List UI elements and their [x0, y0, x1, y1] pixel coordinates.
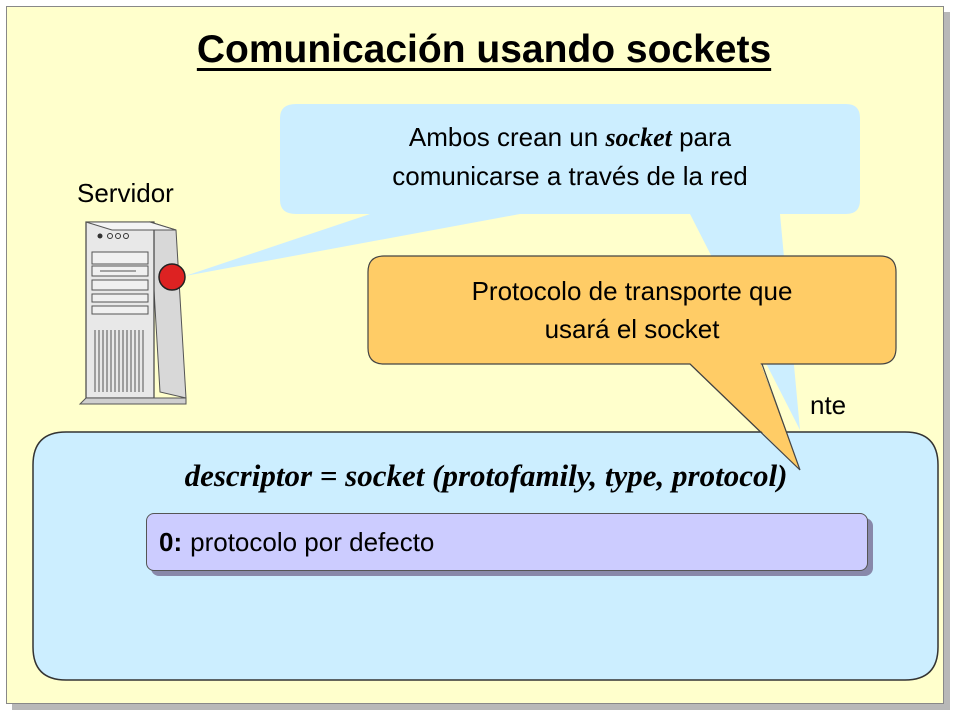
callout-blue-text: Ambos crean un socket para comunicarse a… — [282, 118, 858, 195]
callout-orange-line2: usará el socket — [544, 314, 720, 344]
server-label: Servidor — [77, 178, 174, 208]
protocol-note: 0: protocolo por defecto — [146, 513, 868, 571]
protocol-note-number: 0: — [159, 526, 183, 557]
callout-blue-line1: Ambos crean un socket para — [408, 122, 732, 152]
slide-title: Comunicación usando sockets — [196, 28, 772, 71]
callout-blue-line2: comunicarse a través de la red — [392, 161, 748, 191]
protocol-note-text: protocolo por defecto — [190, 526, 435, 557]
callout-orange-tail — [692, 362, 800, 470]
callout-blue — [185, 104, 860, 430]
server-tower-icon — [78, 221, 187, 405]
socket-circle-icon — [158, 263, 186, 291]
callout-orange-text: Protocolo de transporte que usará el soc… — [370, 272, 894, 348]
callout-orange-line1: Protocolo de transporte que — [471, 276, 793, 306]
socket-function-signature: descriptor = socket (protofamily, type, … — [184, 458, 788, 493]
client-label-partial: nte — [810, 390, 847, 420]
